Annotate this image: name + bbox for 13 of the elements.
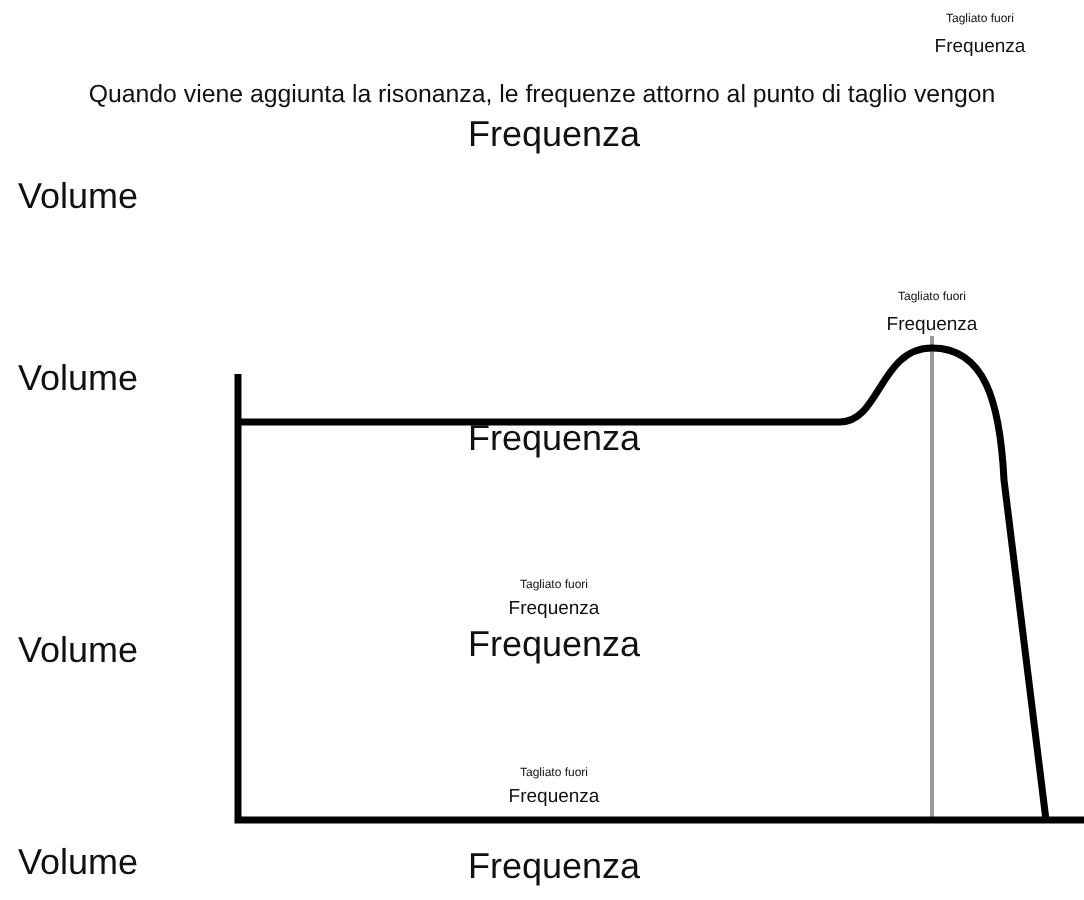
axis-label: Volume bbox=[18, 844, 139, 884]
axis-label: Frequenza bbox=[467, 848, 641, 888]
axis-label: Volume bbox=[18, 178, 139, 218]
description-text: Quando viene aggiunta la risonanza, le frequenze attorno al punto di taglio vengon bbox=[88, 82, 996, 110]
axis-label: Frequenza bbox=[508, 788, 600, 809]
axis-label: Volume bbox=[18, 360, 139, 400]
axis-label: Frequenza bbox=[886, 316, 978, 337]
axis-label: Frequenza bbox=[467, 116, 641, 156]
axis-label: Frequenza bbox=[467, 626, 641, 666]
axis-label: Frequenza bbox=[467, 420, 641, 460]
axis-label: Volume bbox=[18, 632, 139, 672]
axis-label: Frequenza bbox=[934, 38, 1026, 59]
axis-label: Frequenza bbox=[508, 600, 600, 621]
